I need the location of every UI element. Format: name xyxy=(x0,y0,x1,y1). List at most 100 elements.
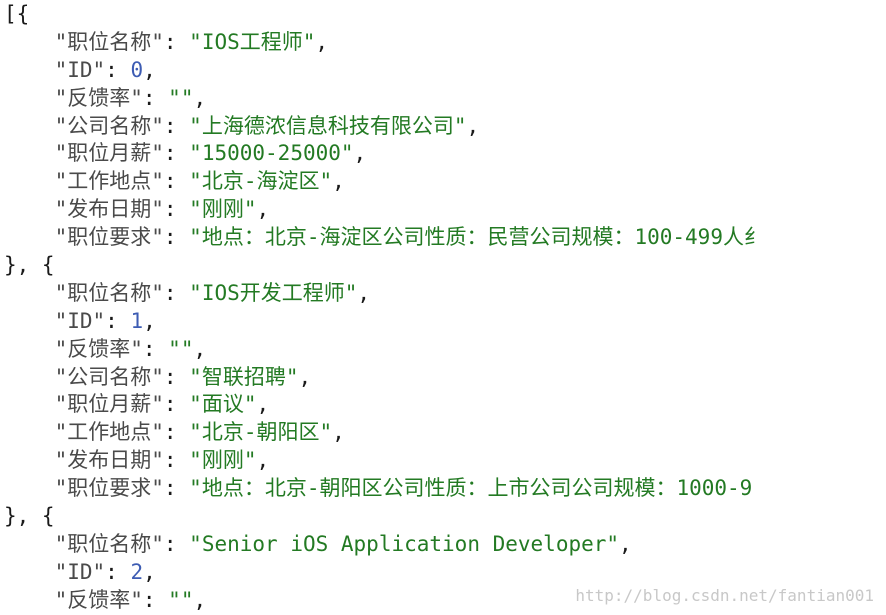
comma: , xyxy=(332,169,345,194)
indent xyxy=(4,448,55,472)
indent xyxy=(4,392,55,416)
json-key: "ID" xyxy=(54,559,106,584)
json-key: "工作地点" xyxy=(54,420,164,445)
code-line: "发布日期": "刚刚", xyxy=(4,196,886,224)
json-key: "发布日期" xyxy=(54,197,164,222)
colon: : xyxy=(163,29,190,54)
comma: , xyxy=(298,364,312,389)
indent xyxy=(4,141,55,165)
colon: : xyxy=(105,57,131,82)
array-open-bracket: [{ xyxy=(4,2,30,26)
code-line: "职位名称": "IOS工程师", xyxy=(4,29,886,57)
json-string-value: "IOS开发工程师" xyxy=(189,280,358,305)
json-key: "职位月薪" xyxy=(54,392,164,417)
comma: , xyxy=(619,531,632,556)
colon: : xyxy=(105,308,131,333)
json-string-value: "北京-朝阳区" xyxy=(189,420,333,445)
json-string-value: "智联招聘" xyxy=(189,364,299,389)
code-line: "职位月薪": "面议", xyxy=(4,391,886,419)
comma: , xyxy=(193,587,207,612)
indent xyxy=(4,197,55,221)
indent xyxy=(4,114,55,138)
colon: : xyxy=(163,476,190,501)
json-key: "职位名称" xyxy=(54,531,164,556)
comma: , xyxy=(466,113,480,138)
comma: , xyxy=(143,308,156,333)
indent xyxy=(4,532,55,556)
json-key: "工作地点" xyxy=(54,169,164,194)
json-number-value: 0 xyxy=(130,57,144,82)
colon: : xyxy=(163,169,190,194)
indent xyxy=(4,169,55,193)
colon: : xyxy=(142,587,169,612)
colon: : xyxy=(163,392,190,417)
comma: , xyxy=(256,392,270,417)
json-key: "ID" xyxy=(54,57,106,82)
colon: : xyxy=(163,448,190,473)
json-string-value: "Senior iOS Application Developer" xyxy=(189,531,620,556)
colon: : xyxy=(163,141,190,166)
code-line: "工作地点": "北京-海淀区", xyxy=(4,168,886,196)
indent xyxy=(4,337,55,361)
indent xyxy=(4,86,55,110)
object-separator: }, { xyxy=(4,504,55,529)
colon: : xyxy=(163,225,190,250)
json-key: "职位要求" xyxy=(54,225,164,250)
comma: , xyxy=(315,29,329,54)
code-line: "职位要求": "地点：北京-朝阳区公司性质：上市公司公司规模：1000-9 xyxy=(4,475,886,503)
comma: , xyxy=(256,448,270,473)
json-key: "反馈率" xyxy=(54,587,143,612)
indent xyxy=(4,365,55,389)
json-key: "公司名称" xyxy=(54,113,164,138)
comma: , xyxy=(256,197,270,222)
code-line: "职位名称": "Senior iOS Application Develope… xyxy=(4,531,886,559)
colon: : xyxy=(163,531,190,556)
json-key: "发布日期" xyxy=(54,448,164,473)
json-string-value: "地点：北京-海淀区公司性质：民营公司规模：100-499人纟 xyxy=(189,225,765,250)
json-key: "职位名称" xyxy=(54,280,164,305)
indent xyxy=(4,420,55,444)
code-line: "ID": 0, xyxy=(4,57,886,85)
code-line: "反馈率": "", xyxy=(4,587,886,615)
code-line: "职位月薪": "15000-25000", xyxy=(4,140,886,168)
json-key: "职位月薪" xyxy=(54,141,164,166)
code-line: "公司名称": "智联招聘", xyxy=(4,364,886,392)
comma: , xyxy=(353,141,367,166)
colon: : xyxy=(163,420,190,445)
code-line: "工作地点": "北京-朝阳区", xyxy=(4,419,886,447)
code-line: "ID": 1, xyxy=(4,308,886,336)
colon: : xyxy=(142,85,169,110)
colon: : xyxy=(163,197,190,222)
code-line: }, { xyxy=(4,503,886,531)
code-line: "职位要求": "地点：北京-海淀区公司性质：民营公司规模：100-499人纟 xyxy=(4,224,886,252)
comma: , xyxy=(332,420,345,445)
comma: , xyxy=(193,85,207,110)
colon: : xyxy=(163,280,190,305)
code-line: "反馈率": "", xyxy=(4,85,886,113)
json-string-value: "" xyxy=(168,85,194,110)
code-line: "发布日期": "刚刚", xyxy=(4,447,886,475)
code-line: "公司名称": "上海德浓信息科技有限公司", xyxy=(4,113,886,141)
json-key: "反馈率" xyxy=(54,336,143,361)
comma: , xyxy=(143,559,156,584)
json-string-value: "北京-海淀区" xyxy=(189,169,333,194)
json-key: "公司名称" xyxy=(54,364,164,389)
code-line: "ID": 2, xyxy=(4,559,886,587)
json-key: "反馈率" xyxy=(54,85,143,110)
json-string-value: "刚刚" xyxy=(189,448,257,473)
json-string-value: "地点：北京-朝阳区公司性质：上市公司公司规模：1000-9 xyxy=(189,476,753,501)
indent xyxy=(4,588,55,612)
comma: , xyxy=(193,336,207,361)
code-line: "职位名称": "IOS开发工程师", xyxy=(4,280,886,308)
indent xyxy=(4,476,55,500)
indent xyxy=(4,560,55,584)
json-key: "职位名称" xyxy=(54,29,164,54)
object-separator: }, { xyxy=(4,253,55,278)
code-line: [{ xyxy=(4,1,886,29)
json-string-value: "15000-25000" xyxy=(189,141,354,166)
json-number-value: 2 xyxy=(130,559,144,584)
colon: : xyxy=(105,559,131,584)
json-code-view[interactable]: [{ "职位名称": "IOS工程师", "ID": 0, "反馈率": "",… xyxy=(4,1,886,615)
json-string-value: "" xyxy=(168,336,194,361)
indent xyxy=(4,225,55,249)
